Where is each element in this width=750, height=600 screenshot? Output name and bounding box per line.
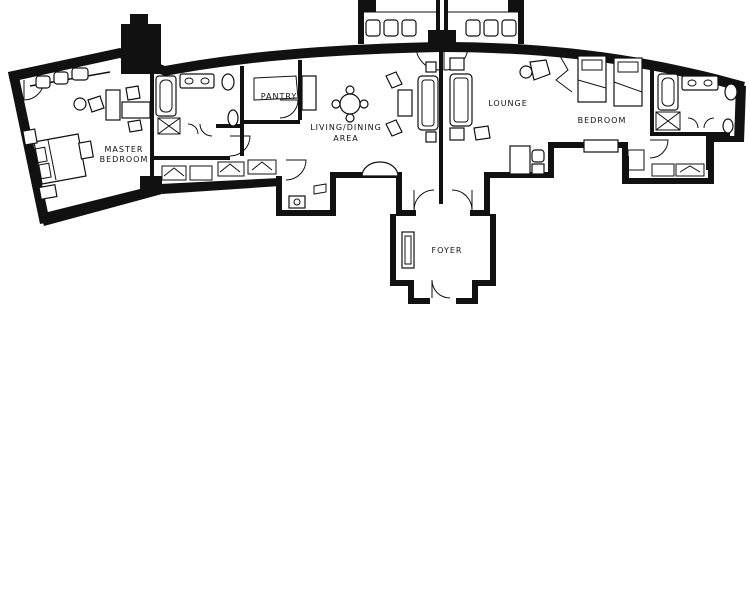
outer-walls [8,0,746,304]
bay-seating [364,11,518,37]
master-bedroom-label-2: BEDROOM [100,155,149,164]
room-labels: MASTER BEDROOM PANTRY LIVING/DINING AREA… [100,92,627,255]
pantry-label: PANTRY [261,92,298,101]
bathroom-left [155,73,239,137]
closets [161,149,705,181]
master-bedroom-furniture [22,67,151,200]
doors [23,45,669,299]
lounge-label: LOUNGE [488,99,528,108]
lounge-furniture [449,55,573,175]
master-bed [33,133,87,185]
foyer-fixtures [401,231,415,269]
bedroom-furniture [577,55,643,153]
living-dining-label: LIVING/DINING [310,123,382,132]
living-dining-furniture [288,61,439,209]
twin-bed-1 [577,55,607,103]
bedroom-label: BEDROOM [578,116,627,125]
interior-walls [150,60,730,184]
foyer-label: FOYER [432,246,463,255]
twin-bed-2 [613,57,643,107]
pantry-fixtures [253,75,317,111]
dining-table [331,85,369,123]
master-bedroom-label: MASTER [105,145,144,154]
living-dining-label-2: AREA [333,134,359,143]
bathroom-right [655,73,738,134]
